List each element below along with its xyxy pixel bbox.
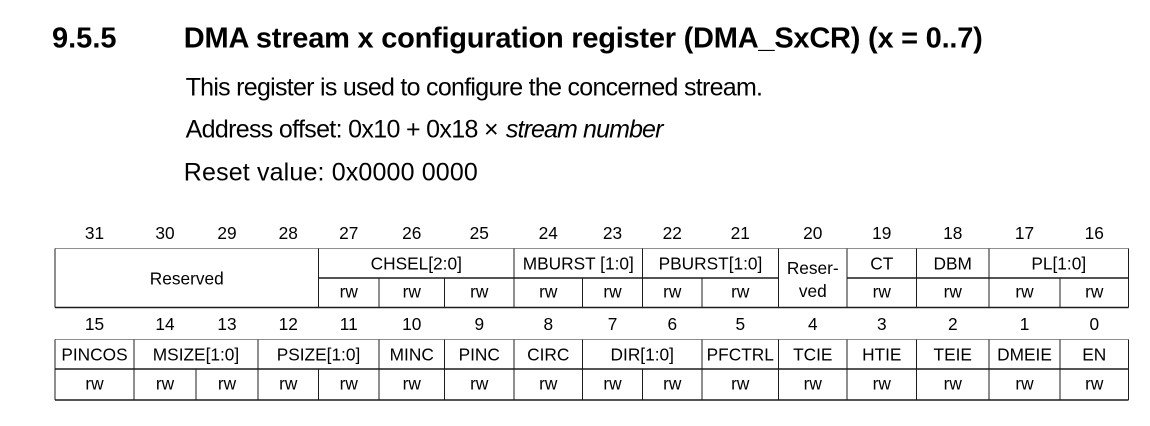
svg-text:rw: rw bbox=[603, 374, 622, 394]
svg-text:rw: rw bbox=[279, 374, 298, 394]
svg-text:4: 4 bbox=[808, 314, 818, 334]
svg-text:Address offset: 0x10 + 0x18 ×: Address offset: 0x10 + 0x18 × bbox=[186, 116, 499, 144]
svg-text:rw: rw bbox=[944, 374, 963, 394]
svg-text:DBM: DBM bbox=[934, 254, 972, 274]
svg-text:Reserved: Reserved bbox=[150, 268, 224, 288]
svg-text:22: 22 bbox=[663, 223, 682, 243]
svg-text:Reser-: Reser- bbox=[787, 258, 839, 278]
svg-text:PSIZE[1:0]: PSIZE[1:0] bbox=[277, 344, 361, 364]
svg-text:10: 10 bbox=[402, 314, 421, 334]
svg-text:28: 28 bbox=[279, 223, 298, 243]
svg-text:rw: rw bbox=[804, 374, 823, 394]
svg-text:This register is used to confi: This register is used to configure the c… bbox=[186, 73, 763, 101]
svg-text:9: 9 bbox=[474, 314, 484, 334]
svg-text:rw: rw bbox=[663, 374, 682, 394]
svg-text:rw: rw bbox=[873, 282, 892, 302]
svg-text:3: 3 bbox=[877, 314, 887, 334]
svg-text:6: 6 bbox=[667, 314, 677, 334]
svg-text:18: 18 bbox=[943, 223, 962, 243]
svg-text:14: 14 bbox=[155, 314, 175, 334]
svg-text:21: 21 bbox=[731, 223, 750, 243]
svg-text:1: 1 bbox=[1020, 314, 1030, 334]
svg-text:25: 25 bbox=[470, 223, 489, 243]
svg-text:MBURST [1:0]: MBURST [1:0] bbox=[523, 254, 634, 274]
svg-text:ved: ved bbox=[799, 281, 827, 301]
svg-text:MSIZE[1:0]: MSIZE[1:0] bbox=[153, 344, 239, 364]
svg-text:rw: rw bbox=[1015, 282, 1034, 302]
svg-text:PINC: PINC bbox=[459, 344, 500, 364]
svg-text:DMEIE: DMEIE bbox=[997, 344, 1052, 364]
svg-text:CT: CT bbox=[870, 254, 893, 274]
svg-text:CIRC: CIRC bbox=[527, 344, 569, 364]
svg-text:CHSEL[2:0]: CHSEL[2:0] bbox=[371, 254, 462, 274]
svg-text:26: 26 bbox=[402, 223, 421, 243]
svg-text:16: 16 bbox=[1085, 223, 1104, 243]
svg-text:rw: rw bbox=[539, 374, 558, 394]
svg-text:HTIE: HTIE bbox=[862, 344, 901, 364]
svg-text:PL[1:0]: PL[1:0] bbox=[1031, 254, 1086, 274]
svg-text:MINC: MINC bbox=[390, 344, 434, 364]
svg-text:11: 11 bbox=[340, 314, 358, 334]
svg-text:rw: rw bbox=[403, 374, 422, 394]
svg-text:PFCTRL: PFCTRL bbox=[707, 344, 775, 364]
svg-text:rw: rw bbox=[470, 374, 489, 394]
svg-text:PINCOS: PINCOS bbox=[61, 344, 127, 364]
svg-text:rw: rw bbox=[85, 374, 104, 394]
svg-text:rw: rw bbox=[470, 282, 489, 302]
svg-text:rw: rw bbox=[156, 374, 175, 394]
svg-text:12: 12 bbox=[279, 314, 298, 334]
svg-text:stream number: stream number bbox=[506, 116, 665, 144]
svg-text:8: 8 bbox=[543, 314, 553, 334]
svg-text:23: 23 bbox=[603, 223, 622, 243]
svg-text:rw: rw bbox=[1015, 374, 1034, 394]
svg-text:rw: rw bbox=[340, 374, 359, 394]
svg-text:20: 20 bbox=[803, 223, 822, 243]
svg-text:17: 17 bbox=[1015, 223, 1034, 243]
svg-text:rw: rw bbox=[873, 374, 892, 394]
svg-text:DMA stream x configuration reg: DMA stream x configuration register (DMA… bbox=[184, 23, 983, 55]
svg-text:24: 24 bbox=[539, 223, 559, 243]
svg-text:0: 0 bbox=[1089, 314, 1099, 334]
svg-text:rw: rw bbox=[218, 374, 237, 394]
svg-text:rw: rw bbox=[1085, 374, 1104, 394]
svg-text:13: 13 bbox=[217, 314, 236, 334]
svg-text:EN: EN bbox=[1082, 344, 1106, 364]
svg-text:rw: rw bbox=[539, 282, 558, 302]
svg-text:19: 19 bbox=[872, 223, 891, 243]
svg-text:rw: rw bbox=[944, 282, 963, 302]
svg-text:DIR[1:0]: DIR[1:0] bbox=[611, 344, 674, 364]
svg-text:2: 2 bbox=[948, 314, 958, 334]
svg-text:TCIE: TCIE bbox=[793, 344, 832, 364]
svg-text:Reset value: 0x0000 0000: Reset value: 0x0000 0000 bbox=[184, 159, 478, 187]
svg-text:PBURST[1:0]: PBURST[1:0] bbox=[659, 254, 763, 274]
svg-text:7: 7 bbox=[608, 314, 618, 334]
svg-text:TEIE: TEIE bbox=[934, 344, 972, 364]
svg-text:15: 15 bbox=[85, 314, 104, 334]
svg-text:30: 30 bbox=[155, 223, 174, 243]
svg-text:5: 5 bbox=[735, 314, 745, 334]
svg-text:9.5.5: 9.5.5 bbox=[52, 23, 117, 55]
svg-text:rw: rw bbox=[731, 374, 750, 394]
svg-text:31: 31 bbox=[85, 223, 104, 243]
svg-text:rw: rw bbox=[663, 282, 682, 302]
svg-text:27: 27 bbox=[339, 223, 358, 243]
svg-text:rw: rw bbox=[340, 282, 359, 302]
svg-text:29: 29 bbox=[217, 223, 236, 243]
svg-text:rw: rw bbox=[731, 282, 750, 302]
svg-text:rw: rw bbox=[603, 282, 622, 302]
svg-text:rw: rw bbox=[1085, 282, 1104, 302]
svg-text:rw: rw bbox=[403, 282, 422, 302]
